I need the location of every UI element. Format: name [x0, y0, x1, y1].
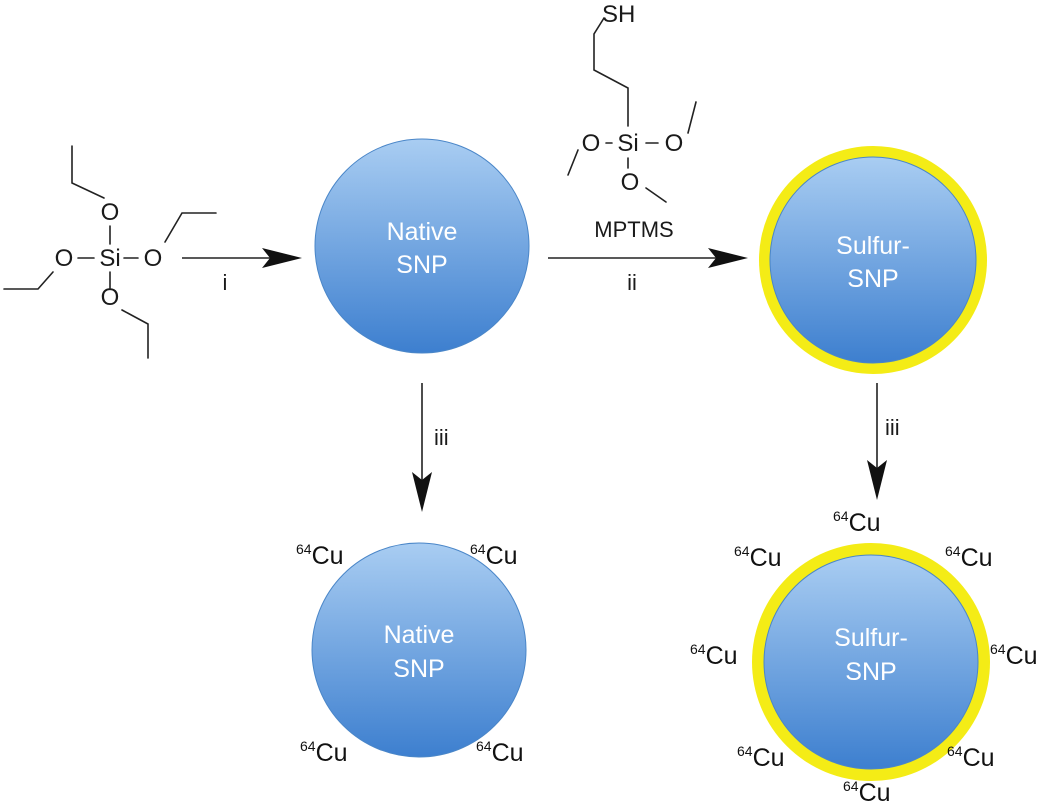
teos-si: Si — [99, 245, 120, 272]
mptms-o-left: O — [582, 130, 601, 157]
sulfur-snp-cu-label-line1: Sulfur- — [834, 624, 908, 652]
arrow-step-iii-native — [412, 383, 432, 512]
cu-label: 64Cu — [690, 641, 738, 670]
mptms-propyl-chain — [593, 17, 629, 127]
cu-label: 64Cu — [476, 738, 524, 767]
teos-o-right: O — [144, 245, 163, 272]
sulfur-snp-label-line2: SNP — [847, 265, 898, 293]
native-snp-cu-label-line2: SNP — [393, 655, 444, 683]
sulfur-snp-cu-label-line2: SNP — [845, 658, 896, 686]
native-snp-cu-label-line1: Native — [384, 621, 455, 649]
mptms-o-right: O — [665, 130, 684, 157]
step-ii-label: ii — [627, 270, 637, 295]
teos-bottom-ethyl — [121, 309, 149, 359]
native-snp-label-line1: Native — [387, 218, 458, 246]
cu-label: 64Cu — [990, 641, 1038, 670]
sulfur-snp-label-line1: Sulfur- — [836, 232, 910, 260]
mptms-methyl-right — [687, 101, 697, 134]
mptms-molecule: SH O Si O O MPTMS — [567, 1, 697, 242]
mptms-o-bottom: O — [621, 169, 640, 196]
native-snp-particle: Native SNP — [314, 138, 530, 354]
teos-right-ethyl — [164, 212, 217, 243]
arrow-step-iii-sulfur — [867, 383, 887, 500]
teos-o-top: O — [101, 199, 120, 226]
mptms-methyl-bottom — [645, 187, 667, 203]
arrow-step-ii — [548, 248, 748, 268]
cu-label: 64Cu — [737, 743, 785, 772]
sulfur-snp-particle: Sulfur- SNP — [759, 146, 987, 374]
step-iii-native-label: iii — [434, 425, 449, 450]
cu-label: 64Cu — [947, 743, 995, 772]
native-snp-cu-particle: Native SNP — [311, 542, 527, 758]
cu-label: 64Cu — [945, 543, 993, 572]
cu-label: 64Cu — [833, 508, 881, 537]
cu-label: 64Cu — [296, 541, 344, 570]
mptms-methyl-left — [567, 149, 579, 176]
mptms-name: MPTMS — [594, 217, 673, 242]
teos-top-ethyl — [71, 145, 105, 199]
sulfur-cu-labels: 64Cu 64Cu 64Cu 64Cu 64Cu 64Cu 64Cu 64Cu — [690, 508, 1038, 807]
mptms-sh: SH — [602, 1, 635, 28]
cu-label: 64Cu — [470, 541, 518, 570]
cu-label: 64Cu — [300, 738, 348, 767]
mptms-si: Si — [617, 130, 638, 157]
step-iii-sulfur-label: iii — [885, 415, 900, 440]
arrow-step-i — [182, 248, 302, 268]
teos-o-bottom: O — [101, 284, 120, 311]
teos-molecule: O O O O Si — [3, 145, 217, 359]
cu-label: 64Cu — [734, 543, 782, 572]
native-snp-label-line2: SNP — [396, 251, 447, 279]
cu-label: 64Cu — [843, 778, 891, 807]
step-i-label: i — [223, 270, 228, 295]
teos-o-left: O — [55, 245, 74, 272]
sulfur-snp-cu-particle: Sulfur- SNP — [752, 543, 990, 781]
native-cu-labels: 64Cu 64Cu 64Cu 64Cu — [296, 541, 524, 767]
teos-left-ethyl — [3, 271, 54, 290]
